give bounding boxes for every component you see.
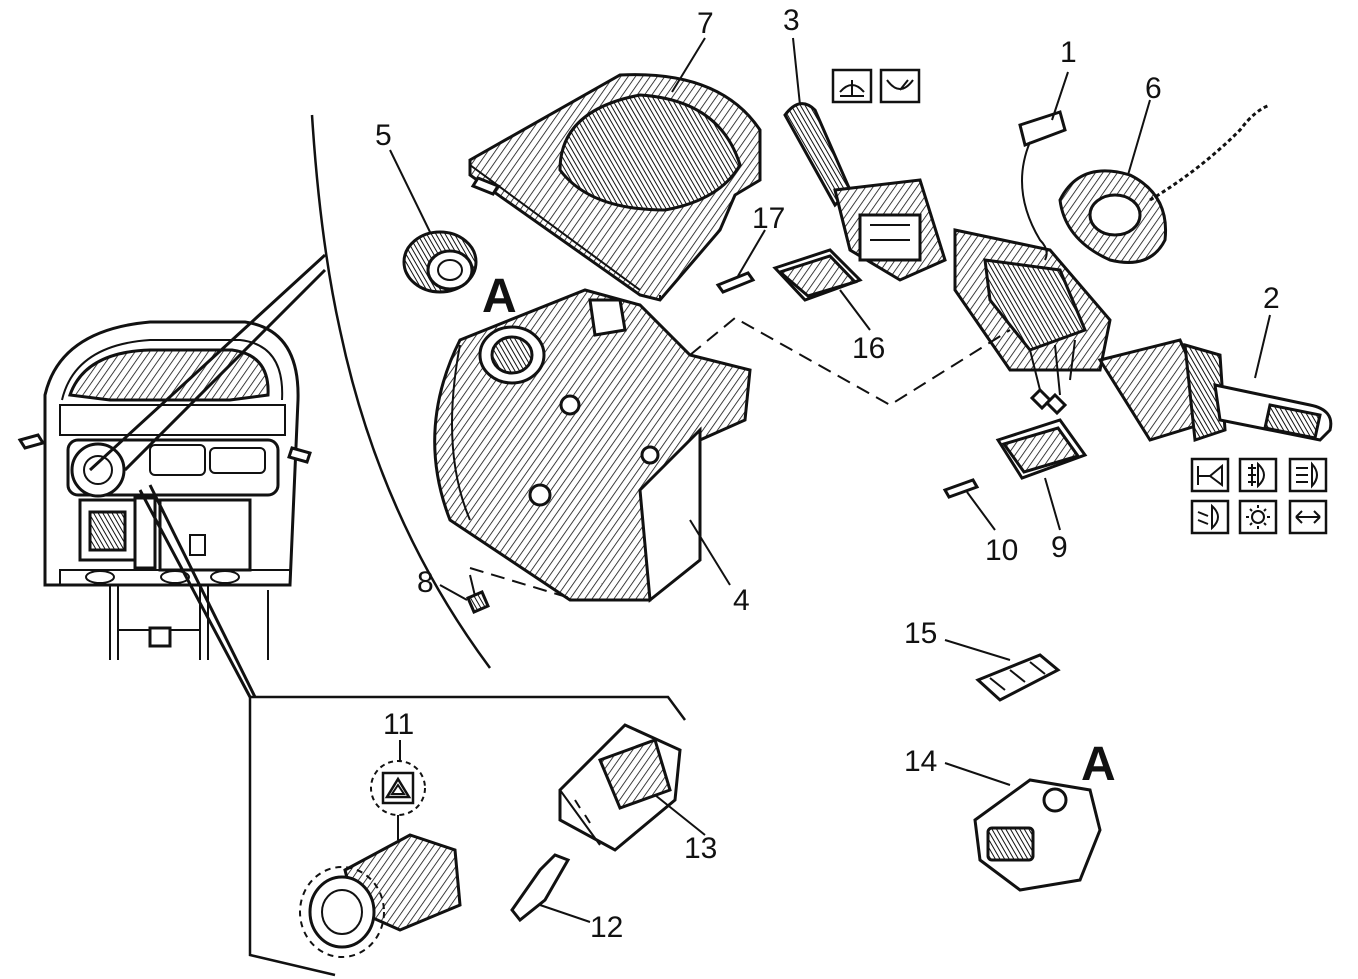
fog-light-icon [1238, 457, 1278, 493]
callout-7: 7 [697, 7, 714, 40]
vehicle-interior-overview [17, 253, 327, 698]
terminal-17 [715, 271, 756, 294]
wiper-switch-stalk [783, 102, 947, 282]
callout-3: 3 [783, 4, 800, 37]
ignition-lock-ring [402, 230, 478, 294]
callout-14: 14 [904, 745, 937, 778]
connector-block-9 [995, 418, 1088, 480]
harness-connector-1 [1018, 110, 1067, 261]
switch-assembly-body [953, 228, 1112, 416]
leader-lines [389, 37, 1271, 923]
dipped-beam-icon [1190, 499, 1230, 535]
callout-17: 17 [752, 202, 785, 235]
section-boundary [310, 114, 492, 669]
horn-icon [1190, 457, 1230, 493]
clip-12 [510, 853, 571, 923]
callout-11: 11 [383, 708, 414, 741]
windscreen-wiper-icon [879, 68, 921, 104]
indicator-icon [1288, 499, 1328, 535]
callout-5: 5 [375, 119, 392, 152]
callout-9: 9 [1051, 531, 1068, 564]
screw-8 [466, 574, 490, 614]
callouts: 1 2 3 4 5 6 7 8 9 10 11 12 13 14 15 16 1… [375, 4, 1280, 944]
connector-block-16 [772, 248, 863, 302]
callout-13: 13 [684, 832, 717, 865]
connector-14 [973, 778, 1102, 892]
rear-wiper-washer-icon [831, 68, 873, 104]
screw-8-dashline [469, 567, 571, 599]
lighting-switch-stalk [1097, 338, 1333, 443]
main-beam-icon [1288, 457, 1328, 493]
callout-16: 16 [852, 332, 885, 365]
rotary-coil-6 [1058, 103, 1271, 264]
detail-box-border [248, 695, 687, 977]
terminal-10 [942, 478, 980, 499]
callout-6: 6 [1145, 72, 1162, 105]
lower-steering-cowl [433, 288, 752, 603]
detail-marker-top: A [482, 270, 517, 323]
callout-10: 10 [985, 534, 1018, 567]
sidelight-icon [1238, 499, 1278, 535]
upper-steering-cowl [468, 73, 762, 302]
callout-12: 12 [590, 911, 623, 944]
callout-8: 8 [417, 566, 434, 599]
wiper-icons [831, 68, 921, 104]
hazard-switch-11 [299, 760, 462, 958]
clip-15 [975, 653, 1061, 702]
callout-2: 2 [1263, 282, 1280, 315]
alignment-dashline [689, 316, 1011, 407]
callout-1: 1 [1060, 36, 1077, 69]
callout-15: 15 [904, 617, 937, 650]
connector-13 [558, 723, 682, 852]
light-icons [1190, 457, 1328, 535]
callout-4: 4 [733, 584, 750, 617]
detail-marker-connector: A [1081, 738, 1116, 791]
